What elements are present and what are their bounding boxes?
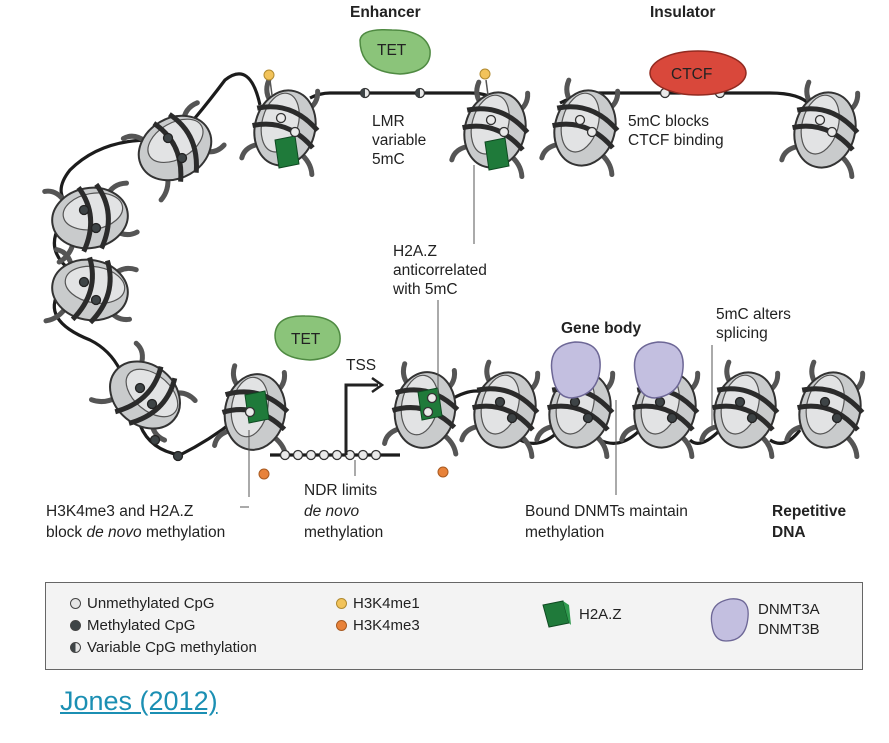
legend-unmethylated: Unmethylated CpG [70,595,215,612]
tet-label-bottom: TET [291,331,321,348]
methylation-diagram: TET CTCF TET TSS Enhancer Insulator LMR … [0,4,889,541]
legend-unmethylated-label: Unmethylated CpG [87,595,215,612]
unmethylated-cpg-icon [70,598,81,609]
enhancer-heading: Enhancer [350,4,421,21]
h2az-note-line1: H2A.Z [393,243,437,260]
h3k4me1-icon [336,598,347,609]
tet-protein-top: TET [359,28,431,75]
ctcf-note-line2: CTCF binding [628,132,724,149]
legend-box: Unmethylated CpG Methylated CpG Variable… [45,582,863,670]
cpg-sites [78,87,843,462]
h3k4-note-line2: block de novo methylation [46,524,225,541]
methylated-cpg-icon [70,620,81,631]
ndr-note-line3: methylation [304,524,383,541]
tss-label: TSS [346,357,376,374]
legend-h3k4me3-label: H3K4me3 [353,617,420,634]
legend-methylated: Methylated CpG [70,617,195,634]
h2az-icon [542,600,571,628]
h2az-note-line2: anticorrelated [393,262,487,279]
lmr-5mc-label: 5mC [372,151,405,168]
insulator-heading: Insulator [650,4,715,21]
repetitive-label-line2: DNA [772,524,806,541]
dnmt-note-line1: Bound DNMTs maintain [525,503,688,520]
h3k4-note-line1: H3K4me3 and H2A.Z [46,503,193,520]
tet-label-top: TET [377,42,407,59]
lmr-label: LMR [372,113,405,130]
ndr-note-line2: de novo [304,503,360,520]
ctcf-note-line1: 5mC blocks [628,113,709,130]
dnmt-labels: DNMT3A DNMT3B [758,600,820,640]
gene-body-heading: Gene body [561,320,641,337]
leader-lines [240,165,713,508]
dnmt-note-line2: methylation [525,524,604,541]
legend-h3k4me3: H3K4me3 [336,617,420,634]
tss-arrow [344,376,385,455]
legend-methylated-label: Methylated CpG [87,617,196,634]
legend-h3k4me1-label: H3K4me1 [353,595,420,612]
tet-protein-bottom: TET [274,315,341,361]
legend-dnmt: DNMT3A DNMT3B [708,595,820,645]
h3k4me3-icon [336,620,347,631]
citation-link[interactable]: Jones (2012) [60,686,218,716]
histone-marks [258,68,491,480]
ndr-note-line1: NDR limits [304,482,377,499]
legend-dnmt3a-label: DNMT3A [758,601,820,618]
repetitive-label-line1: Repetitive [772,503,846,520]
legend-h2az-label: H2A.Z [579,605,622,623]
h2az-note-line3: with 5mC [392,281,458,298]
dnmt-proteins [550,341,684,399]
splicing-note-line1: 5mC alters [716,306,791,323]
ctcf-label: CTCF [671,66,712,83]
dnmt-icon [710,598,749,642]
legend-h2az: H2A.Z [541,599,622,629]
legend-dnmt3b-label: DNMT3B [758,621,820,638]
splicing-note-line2: splicing [716,325,768,342]
ctcf-protein: CTCF [649,50,747,96]
legend-h3k4me1: H3K4me1 [336,595,420,612]
lmr-variable-label: variable [372,132,426,149]
variable-cpg-icon [70,642,81,653]
legend-variable-label: Variable CpG methylation [87,639,257,656]
legend-variable: Variable CpG methylation [70,639,257,656]
